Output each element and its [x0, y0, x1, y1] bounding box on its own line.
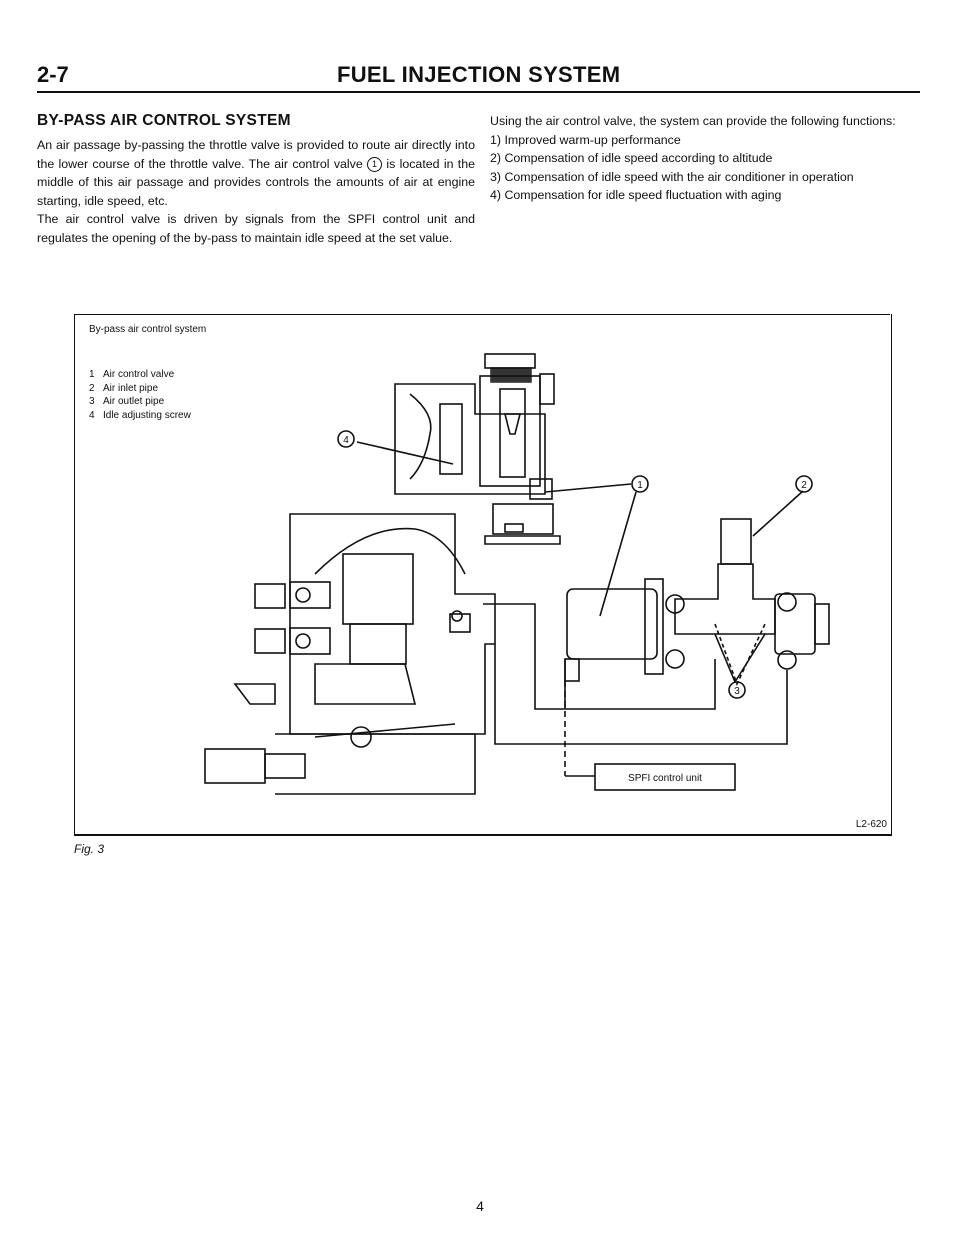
- pipe-assembly-drawing: [674, 518, 830, 687]
- section-heading: BY-PASS AIR CONTROL SYSTEM: [37, 112, 291, 129]
- functions-list: 1) Improved warm-up performance 2) Compe…: [490, 131, 902, 205]
- figure-number: Fig. 3: [74, 842, 105, 856]
- callout-2: 2: [801, 480, 807, 491]
- callout-3: 3: [734, 686, 740, 697]
- paragraph-1-text-b: is located in the middle of this air pas…: [37, 156, 476, 208]
- throttle-body-drawing: [204, 513, 496, 795]
- page-title: FUEL INJECTION SYSTEM: [337, 62, 621, 87]
- callout-4: 4: [343, 435, 349, 446]
- list-item: 4) Compensation for idle speed fluctuati…: [490, 188, 782, 203]
- page-header: 2-7 FUEL INJECTION SYSTEM: [37, 62, 917, 88]
- callout-leaders: [356, 441, 804, 683]
- air-control-valve-drawing: [394, 353, 561, 545]
- control-unit-box: [594, 763, 736, 791]
- figure-code: L2-620: [855, 819, 887, 830]
- list-item: 2) Compensation of idle speed according …: [490, 151, 773, 166]
- callout-1: 1: [637, 480, 643, 491]
- callout-circle: [337, 430, 355, 448]
- paragraph-1: An air passage by-passing the throttle v…: [37, 136, 475, 210]
- functions-intro: Using the air control valve, the system …: [490, 114, 896, 128]
- callout-ref-1: 1: [367, 156, 383, 172]
- list-item: 3) Compensation of idle speed with the a…: [490, 169, 854, 184]
- page-footer-number: 4: [476, 1198, 484, 1214]
- callout-circle: [728, 681, 746, 699]
- right-column: Using the air control valve, the system …: [490, 112, 902, 205]
- left-column: BY-PASS AIR CONTROL SYSTEM An air passag…: [37, 112, 475, 248]
- bypass-system-diagram: 4 1 2 3 SPFI control unit: [204, 353, 830, 795]
- list-item: 1) Improved warm-up performance: [490, 132, 681, 147]
- page-number: 2-7: [37, 62, 69, 87]
- header-rule: [37, 91, 920, 93]
- valve-assembly-drawing: [564, 578, 685, 682]
- paragraph-1-text-a: An air passage by-passing the throttle v…: [37, 138, 475, 171]
- callout-circle: [795, 475, 813, 493]
- callout-circle: [631, 475, 649, 493]
- control-unit-label: SPFI control unit: [628, 773, 702, 784]
- air-passage-lines: [483, 603, 788, 745]
- figure-caption-title: By-pass air control system: [89, 324, 207, 335]
- paragraph-2: The air control valve is driven by signa…: [37, 212, 475, 245]
